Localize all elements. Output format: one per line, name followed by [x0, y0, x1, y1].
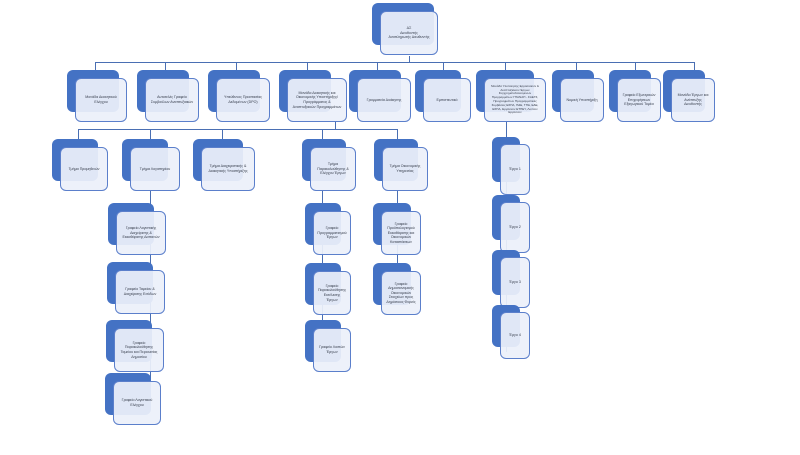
node-label: Γραφείο Δημοσιονομικής Οικονομικών Στοιχ…	[386, 281, 416, 304]
node-label: Γραφείο Προϋπολογισμού Εκκαθάρισης και Ο…	[387, 221, 415, 244]
org-node-k9[interactable]: Γραφείο Δημοσιονομικής Οικονομικών Στοιχ…	[373, 263, 421, 315]
node-label: Γραφείο Παρακολούθησης Εκτέλεσης Έργων	[317, 283, 347, 302]
connector	[322, 129, 323, 139]
org-node-n6[interactable]: Εμπιστευτικό	[415, 70, 471, 122]
org-node-n3[interactable]: Υπεύθυνος Προστασίας Δεδομένων (DPO)	[208, 70, 270, 122]
node-label: Τμήμα Διαχειριστικής & Διοικητικής Υποστ…	[208, 164, 248, 173]
org-node-p2[interactable]: Έργο 2	[492, 195, 530, 253]
connector	[576, 62, 577, 70]
connector	[322, 190, 323, 330]
connector	[409, 56, 410, 63]
connector	[377, 62, 378, 70]
node-label: Μονάδα Έργων και Ανάπτυξης Διευθυντής	[677, 93, 709, 107]
org-node-p4[interactable]: Έργο 4	[492, 305, 530, 359]
org-node-k1[interactable]: Γραφείο Λογιστικής Διαχείρισης & Εκκαθάρ…	[108, 203, 166, 255]
org-node-m4[interactable]: Τμήμα Παρακολούθησης & Ελέγχου Έργων	[302, 139, 356, 191]
org-node-n1[interactable]: Μονάδα Διοικητικού Ελέγχου	[67, 70, 127, 122]
org-node-k2[interactable]: Γραφείο Ταμείου & Διαχείρισης Εσόδων	[107, 262, 165, 314]
node-label: Εμπιστευτικό	[436, 97, 458, 102]
org-node-k5[interactable]: Γραφείο Προγραμματισμού Έργων	[305, 203, 351, 255]
node-label: Γραφείο Προγραμματισμού Έργων	[317, 226, 347, 240]
org-node-n8[interactable]: Νομική Υποστήριξη	[552, 70, 604, 122]
org-node-n10[interactable]: Μονάδα Έργων και Ανάπτυξης Διευθυντής	[663, 70, 715, 122]
org-node-k3[interactable]: Γραφείο Παρακολούθησης Ταμείου και Περιο…	[106, 320, 164, 372]
connector	[397, 129, 398, 139]
connector	[307, 62, 308, 70]
connector	[95, 62, 96, 70]
node-label: Γραφείο Λοιπών Έργων	[319, 345, 345, 354]
connector	[505, 62, 506, 70]
org-node-k6[interactable]: Γραφείο Παρακολούθησης Εκτέλεσης Έργων	[305, 263, 351, 315]
node-label: Γραμματεία Διοίκησης	[366, 97, 402, 102]
node-label: Τμήμα Οικονομικής Υπηρεσίας	[389, 164, 421, 173]
org-node-p3[interactable]: Έργο 3	[492, 250, 530, 308]
node-label: Έργο 4	[509, 333, 521, 338]
connector	[150, 129, 151, 139]
org-node-n5[interactable]: Γραμματεία Διοίκησης	[349, 70, 411, 122]
connector	[95, 62, 695, 63]
node-label: Τμήμα Λογιστηρίου	[139, 166, 171, 171]
connector	[222, 129, 223, 139]
node-label: Γραφείο Ταμείου & Διαχείρισης Εσόδων	[123, 287, 157, 296]
org-node-m2[interactable]: Τμήμα Λογιστηρίου	[122, 139, 180, 191]
org-node-n7[interactable]: Μονάδα Υλοποίησης Εργασιακών & Αναπτυξια…	[476, 70, 546, 122]
org-node-root[interactable]: ΔΣ Διευθυντής Αναπληρωτής Διευθυντής	[372, 3, 468, 55]
org-node-m1[interactable]: Τμήμα Προμηθειών	[52, 139, 108, 191]
connector	[335, 122, 336, 129]
node-label: Έργο 3	[509, 280, 521, 285]
node-label: Μονάδα Διοικητικού Ελέγχου	[85, 95, 117, 104]
node-label: Νομική Υποστήριξη	[566, 97, 598, 102]
node-label: Έργο 1	[509, 167, 521, 172]
org-node-n4[interactable]: Μονάδα Διοικητικής και Οικονομικής Υποστ…	[279, 70, 347, 122]
connector	[165, 62, 166, 70]
org-node-n9[interactable]: Γραφείο Εξωτερικών Επιχειρήσεων Εξαγωγικ…	[609, 70, 661, 122]
connector	[78, 129, 79, 139]
node-label: Τμήμα Προμηθειών	[68, 166, 100, 171]
connector	[78, 129, 398, 130]
node-label: Αυτοτελές Γραφείο Συμβούλων Αναπτυξιακών	[150, 95, 194, 104]
connector	[236, 62, 237, 70]
node-label: Γραφείο Παρακολούθησης Ταμείου και Περιο…	[120, 340, 158, 359]
org-node-k8[interactable]: Γραφείο Προϋπολογισμού Εκκαθάρισης και Ο…	[373, 203, 421, 255]
org-node-p1[interactable]: Έργο 1	[492, 137, 530, 195]
node-label: ΔΣ Διευθυντής Αναπληρωτής Διευθυντής	[388, 26, 430, 40]
org-node-m5[interactable]: Τμήμα Οικονομικής Υπηρεσίας	[374, 139, 428, 191]
connector	[443, 62, 444, 70]
connector	[694, 62, 695, 70]
node-label: Τμήμα Παρακολούθησης & Ελέγχου Έργων	[317, 162, 349, 176]
org-node-k4[interactable]: Γραφείο Λογιστικού Ελέγχου	[105, 373, 161, 425]
node-label: Γραφείο Λογιστικού Ελέγχου	[121, 398, 153, 407]
node-label: Μονάδα Διοικητικής και Οικονομικής Υποστ…	[292, 90, 342, 109]
org-node-n2[interactable]: Αυτοτελές Γραφείο Συμβούλων Αναπτυξιακών	[137, 70, 199, 122]
org-node-k7[interactable]: Γραφείο Λοιπών Έργων	[305, 320, 351, 372]
node-label: Γραφείο Εξωτερικών Επιχειρήσεων Εξαγωγικ…	[622, 93, 656, 107]
node-label: Έργο 2	[509, 225, 521, 230]
org-node-m3[interactable]: Τμήμα Διαχειριστικής & Διοικητικής Υποστ…	[193, 139, 255, 191]
node-label: Γραφείο Λογιστικής Διαχείρισης & Εκκαθάρ…	[122, 226, 160, 240]
node-label: Μονάδα Υλοποίησης Εργασιακών & Αναπτυξια…	[491, 83, 539, 115]
connector	[635, 62, 636, 70]
node-label: Υπεύθυνος Προστασίας Δεδομένων (DPO)	[223, 95, 263, 104]
